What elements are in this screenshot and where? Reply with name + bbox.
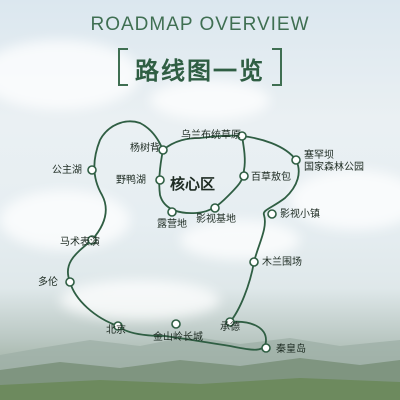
node-yangshubei	[158, 145, 168, 155]
stop-label-qinhuangdao: 秦皇岛	[276, 344, 306, 355]
stop-label-yangshubei: 杨树背	[130, 143, 160, 154]
stop-label-saihanba: 塞罕坝 国家森林公园	[304, 150, 364, 174]
node-yingshijidi	[210, 203, 220, 213]
node-yingshixiaozhen	[267, 209, 277, 219]
node-yeyahu	[155, 175, 165, 185]
title-frame: 路线图一览	[118, 48, 282, 86]
node-baicaoaobao	[239, 171, 249, 181]
title-chinese: 路线图一览	[135, 57, 265, 85]
stop-label-luyingdi: 露营地	[157, 219, 187, 230]
node-luyingdi	[167, 207, 177, 217]
stop-label-yingshixiaozhen: 影视小镇	[280, 209, 320, 220]
stop-label-gongzhuhu: 公主湖	[52, 165, 82, 176]
stop-label-duolun: 多伦	[38, 277, 58, 288]
node-saihanba	[291, 155, 301, 165]
title-bracket-left	[118, 48, 128, 86]
outer-route-line	[67, 120, 300, 351]
node-duolun	[65, 277, 75, 287]
node-qinhuangdao	[261, 343, 271, 353]
node-beijing	[113, 321, 123, 331]
title-bracket-right	[272, 48, 282, 86]
mountain-landscape	[0, 336, 400, 400]
stop-label-saihanba-text: 塞罕坝 国家森林公园	[304, 150, 364, 173]
core-zone-label: 核心区	[170, 175, 216, 193]
stop-label-yingshijidi: 影视基地	[196, 214, 236, 225]
node-mashubiaoyan	[87, 235, 97, 245]
stop-label-baicaoaobao: 百草敖包	[251, 172, 291, 183]
stop-label-chengde: 承德	[220, 322, 240, 333]
cloud	[0, 190, 130, 250]
stop-label-wulanbutong: 乌兰布统草原	[181, 130, 241, 141]
stop-label-beijing: 北京	[106, 325, 126, 336]
stop-label-mulanweichang: 木兰围场	[262, 257, 302, 268]
stop-label-mashubiaoyan: 马术表演	[60, 237, 100, 248]
stop-label-jinshanling: 金山岭长城	[153, 332, 203, 343]
node-wulanbutong	[237, 131, 247, 141]
cloud	[0, 40, 140, 110]
node-gongzhuhu	[87, 165, 97, 175]
title-english: ROADMAP OVERVIEW	[90, 14, 310, 35]
cloud	[150, 80, 270, 120]
node-mulanweichang	[249, 257, 259, 267]
cloud	[60, 280, 220, 320]
cloud	[290, 170, 400, 230]
cloud	[180, 220, 300, 260]
stop-label-yeyahu: 野鸭湖	[116, 175, 146, 186]
node-chengde	[225, 317, 235, 327]
node-jinshanling	[171, 319, 181, 329]
